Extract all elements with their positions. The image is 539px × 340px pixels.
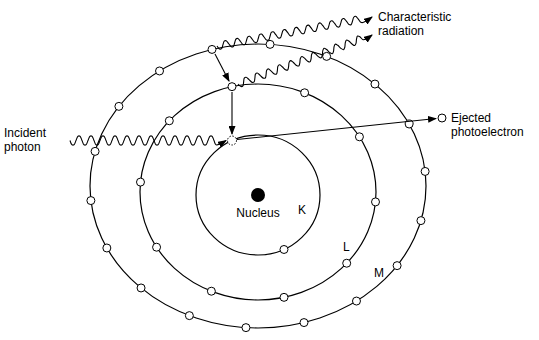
- electron: [355, 133, 363, 141]
- electron-shell: [196, 135, 320, 255]
- electron: [352, 297, 360, 305]
- characteristic-radiation-wave: [217, 16, 372, 49]
- photoelectron-path-arrow: [237, 119, 436, 140]
- electron: [301, 89, 309, 97]
- electron: [280, 293, 288, 301]
- electron: [417, 217, 425, 225]
- shell-label: L: [343, 240, 357, 254]
- electron: [153, 243, 161, 251]
- incident-photon-wave: [70, 136, 226, 145]
- characteristic-radiation-wave: [238, 35, 372, 87]
- electron: [207, 287, 215, 295]
- label-text: Incident photon: [4, 126, 68, 154]
- electron: [115, 102, 123, 110]
- electron: [343, 259, 351, 267]
- electron: [372, 198, 380, 206]
- electron: [228, 83, 236, 91]
- electron-transition-arrow: [215, 54, 229, 81]
- electron: [300, 319, 308, 327]
- nucleus-dot: [251, 188, 265, 202]
- electron-vacancy: [228, 136, 237, 145]
- electron: [266, 40, 274, 48]
- shell-label: K: [298, 203, 312, 217]
- electron: [371, 80, 379, 88]
- label-text: Characteristic radiation: [378, 10, 478, 38]
- electron: [156, 67, 164, 75]
- electron: [87, 197, 95, 205]
- electron: [137, 284, 145, 292]
- electron: [421, 167, 429, 175]
- electron: [280, 245, 288, 253]
- shell-label: M: [374, 266, 388, 280]
- electron: [185, 312, 193, 320]
- electron: [91, 147, 99, 155]
- electron: [103, 244, 111, 252]
- photoelectron: [438, 114, 446, 122]
- electron: [208, 45, 216, 53]
- electron-transition-arrow: [231, 92, 232, 134]
- electron-shell: [140, 84, 376, 300]
- electron: [323, 52, 331, 60]
- electron: [393, 262, 401, 270]
- label-text: Ejected photoelectron: [451, 111, 537, 139]
- electron: [242, 324, 250, 332]
- electron-shell: [90, 44, 426, 328]
- nucleus-label: Nucleus: [218, 206, 298, 220]
- electron: [165, 117, 173, 125]
- electron: [136, 178, 144, 186]
